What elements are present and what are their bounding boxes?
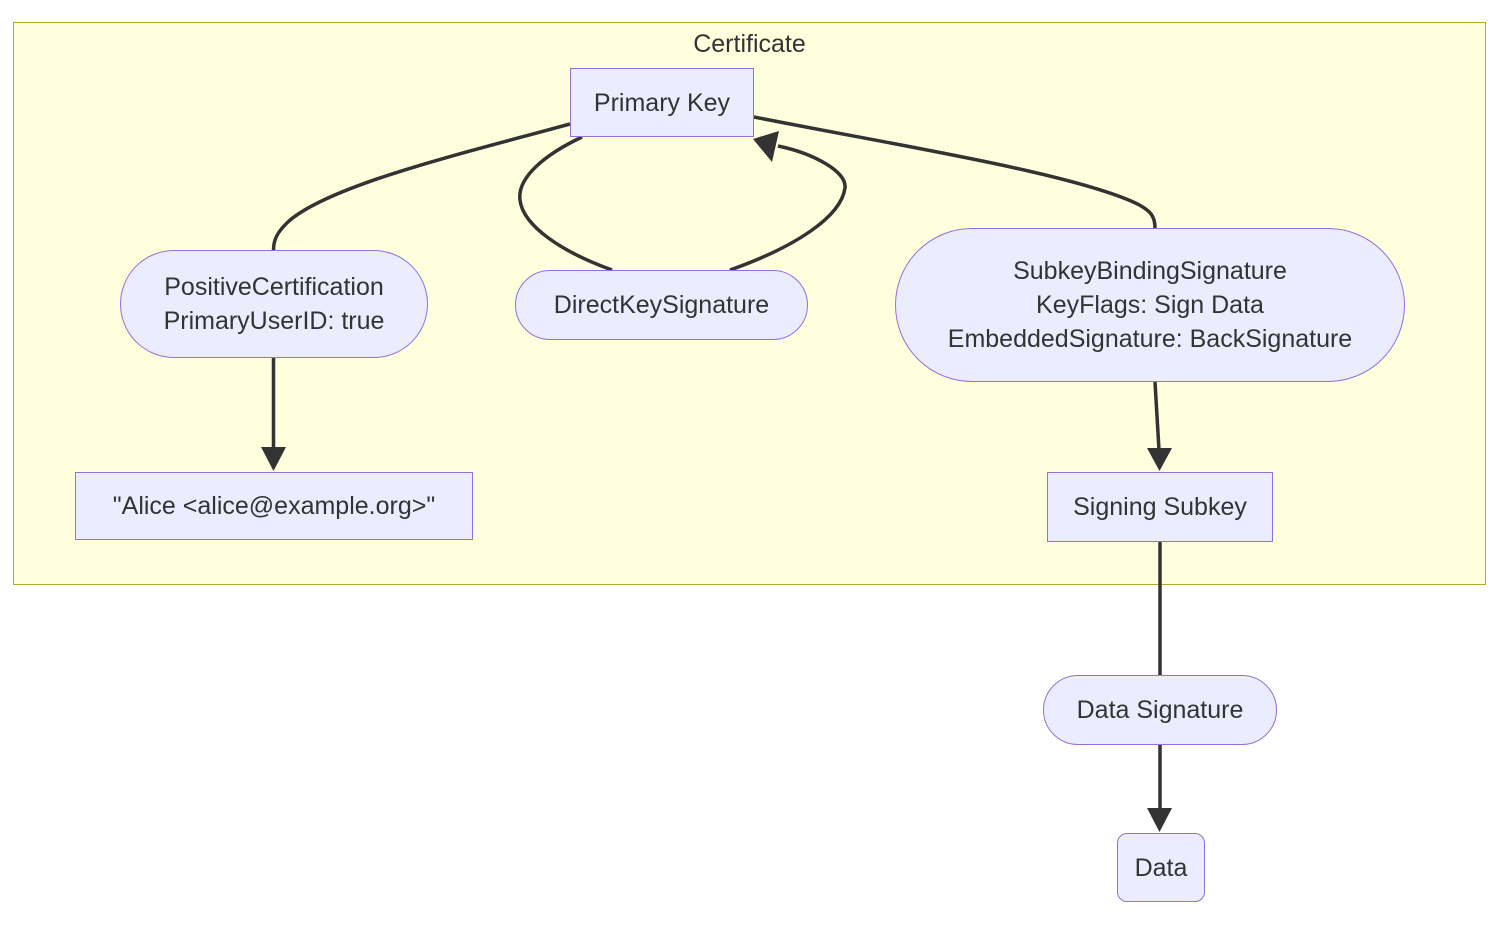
node-positive-certification: PositiveCertification PrimaryUserID: tru… xyxy=(120,250,428,358)
node-user-id-label: "Alice <alice@example.org>" xyxy=(112,492,436,520)
arrowhead-data xyxy=(1147,808,1172,832)
node-subkey-binding-signature: SubkeyBindingSignature KeyFlags: Sign Da… xyxy=(895,228,1405,382)
node-subkey-binding-signature-line1: SubkeyBindingSignature xyxy=(1013,257,1287,285)
arrowhead-user-id xyxy=(261,447,286,471)
node-subkey-binding-signature-line3: EmbeddedSignature: BackSignature xyxy=(947,325,1353,353)
node-primary-key: Primary Key xyxy=(570,68,754,137)
edge-subkey-binding-signature-to-signing-subkey xyxy=(1153,381,1161,451)
certificate-label: Certificate xyxy=(693,30,806,58)
node-positive-certification-line2: PrimaryUserID: true xyxy=(163,307,385,335)
node-direct-key-signature: DirectKeySignature xyxy=(515,270,808,340)
node-direct-key-signature-label: DirectKeySignature xyxy=(553,291,770,319)
node-data: Data xyxy=(1117,833,1205,902)
node-user-id: "Alice <alice@example.org>" xyxy=(75,472,473,540)
arrowhead-primary-key xyxy=(753,131,779,162)
node-data-signature-label: Data Signature xyxy=(1076,696,1244,724)
node-signing-subkey: Signing Subkey xyxy=(1047,472,1273,542)
edge-primary-key-to-direct-key-signature xyxy=(518,135,613,272)
edge-primary-key-to-subkey-binding-signature xyxy=(753,115,1157,229)
node-positive-certification-line1: PositiveCertification xyxy=(164,273,384,301)
edge-primary-key-to-positive-certification xyxy=(271,122,571,251)
edge-direct-key-signature-to-primary-key xyxy=(729,144,847,272)
node-signing-subkey-label: Signing Subkey xyxy=(1073,493,1247,521)
node-data-label: Data xyxy=(1134,853,1188,882)
arrowhead-signing-subkey xyxy=(1147,448,1172,471)
node-primary-key-label: Primary Key xyxy=(593,88,731,117)
node-subkey-binding-signature-line2: KeyFlags: Sign Data xyxy=(1036,291,1264,319)
node-data-signature: Data Signature xyxy=(1043,675,1277,745)
